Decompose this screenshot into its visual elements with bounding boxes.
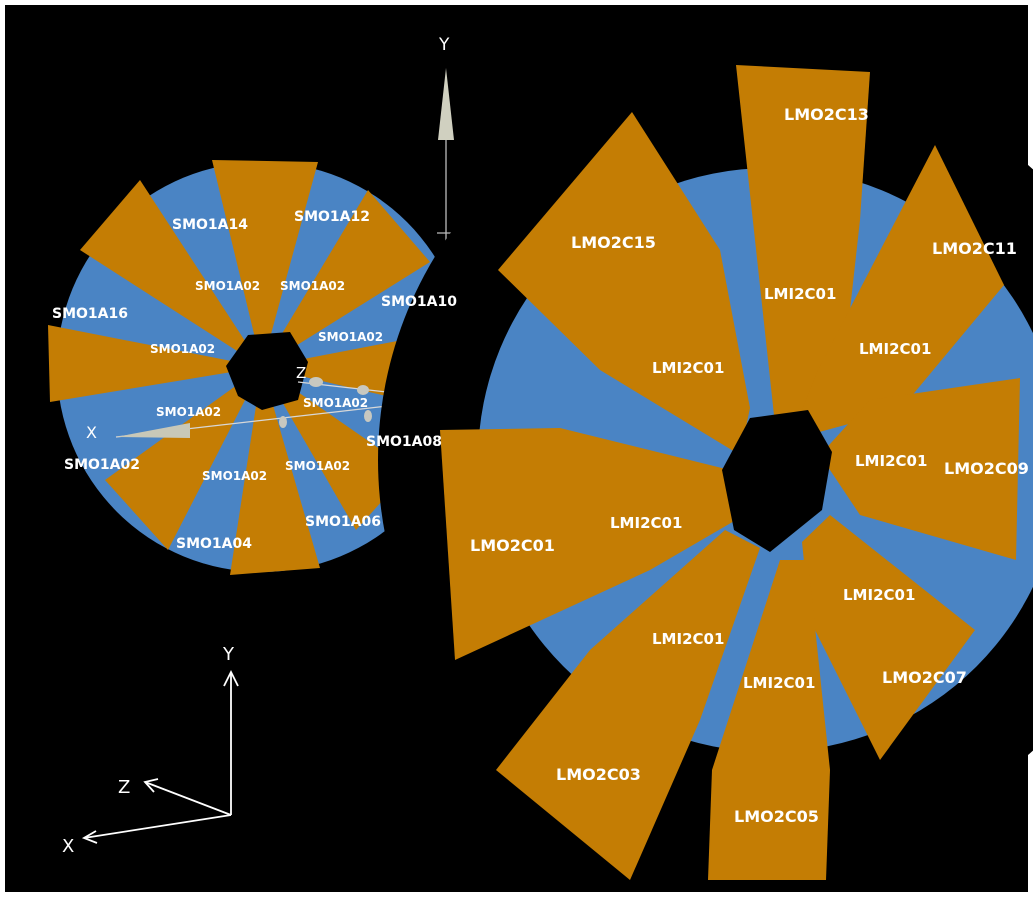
large-outer-label: LMO2C05 xyxy=(734,807,819,826)
coordinate-triad xyxy=(81,669,239,844)
small-inner-label: SMO1A02 xyxy=(280,279,345,293)
small-outer-label: SMO1A06 xyxy=(305,514,381,530)
small-outer-label: SMO1A16 xyxy=(52,306,128,322)
large-sector xyxy=(496,530,760,880)
small-outer-label: SMO1A02 xyxy=(64,457,140,473)
center-z-label: Z xyxy=(296,364,306,382)
large-inner-label: LMI2C01 xyxy=(610,514,682,532)
triad-x-line xyxy=(83,814,232,839)
large-inner-label: LMI2C01 xyxy=(652,359,724,377)
large-inner-label: LMI2C01 xyxy=(652,630,724,648)
large-inner-label: LMI2C01 xyxy=(743,674,815,692)
small-outer-label: SMO1A04 xyxy=(176,536,252,552)
small-inner-label: SMO1A02 xyxy=(150,342,215,356)
small-inner-label: SMO1A02 xyxy=(285,459,350,473)
small-inner-label: SMO1A02 xyxy=(156,405,221,419)
x-arrow-cone xyxy=(116,423,190,438)
triad-x-label: X xyxy=(62,836,74,857)
large-wheel xyxy=(378,65,1033,880)
triad-y-label: Y xyxy=(222,644,235,665)
small-inner-label: SMO1A02 xyxy=(318,330,383,344)
large-outer-label: LMO2C13 xyxy=(784,105,869,124)
small-sector xyxy=(80,180,262,367)
small-sector xyxy=(48,325,262,402)
center-x-label: X xyxy=(86,423,97,442)
small-inner-label: SMO1A02 xyxy=(202,469,267,483)
large-sector xyxy=(440,428,738,660)
large-sector xyxy=(708,560,830,880)
small-sector xyxy=(262,190,430,367)
triad-y-arrowhead xyxy=(223,669,239,687)
large-wheel-labels: LMO2C13 LMO2C11 LMO2C09 LMO2C07 LMO2C05 … xyxy=(470,105,1029,826)
large-inner-label: LMI2C01 xyxy=(843,586,915,604)
small-sector xyxy=(262,367,410,530)
small-sector xyxy=(230,367,320,575)
large-outer-label: LMO2C11 xyxy=(932,239,1017,258)
large-outer-label: LMO2C03 xyxy=(556,765,641,784)
small-bolt xyxy=(364,410,372,422)
large-sector xyxy=(820,378,1020,560)
y-arrow-cone xyxy=(438,68,454,140)
large-inner-label: LMI2C01 xyxy=(764,285,836,303)
small-outer-label: SMO1A14 xyxy=(172,217,248,233)
small-outer-label: SMO1A08 xyxy=(366,434,442,450)
triad-z-arrowhead xyxy=(143,778,159,793)
small-outer-label: SMO1A12 xyxy=(294,209,370,225)
triad-z-line xyxy=(144,781,232,816)
small-bolt xyxy=(357,385,369,395)
small-wheel-hub xyxy=(226,332,308,410)
large-inner-label: LMI2C01 xyxy=(859,340,931,358)
small-wheel-labels: SMO1A14 SMO1A12 SMO1A10 SMO1A08 SMO1A06 … xyxy=(52,209,457,552)
triad-x-arrowhead xyxy=(81,830,98,844)
large-outer-label: LMO2C07 xyxy=(882,668,967,687)
large-outer-label: LMO2C01 xyxy=(470,536,555,555)
small-bolt xyxy=(279,416,287,428)
large-outer-label: LMO2C15 xyxy=(571,233,656,252)
small-inner-label: SMO1A02 xyxy=(195,279,260,293)
large-wheel-hub xyxy=(722,410,832,552)
large-outer-label: LMO2C09 xyxy=(944,459,1029,478)
small-outer-label: SMO1A10 xyxy=(381,294,457,310)
small-bolt xyxy=(309,377,323,387)
large-sector xyxy=(802,515,975,760)
small-inner-label: SMO1A02 xyxy=(303,396,368,410)
small-sector xyxy=(105,367,262,550)
center-y-label: Y xyxy=(438,35,450,55)
large-sector xyxy=(498,112,750,455)
large-sector xyxy=(790,145,1004,440)
large-inner-label: LMI2C01 xyxy=(855,452,927,470)
small-sector xyxy=(212,160,318,367)
triad-z-label: Z xyxy=(118,777,130,798)
small-wheel xyxy=(48,160,467,575)
